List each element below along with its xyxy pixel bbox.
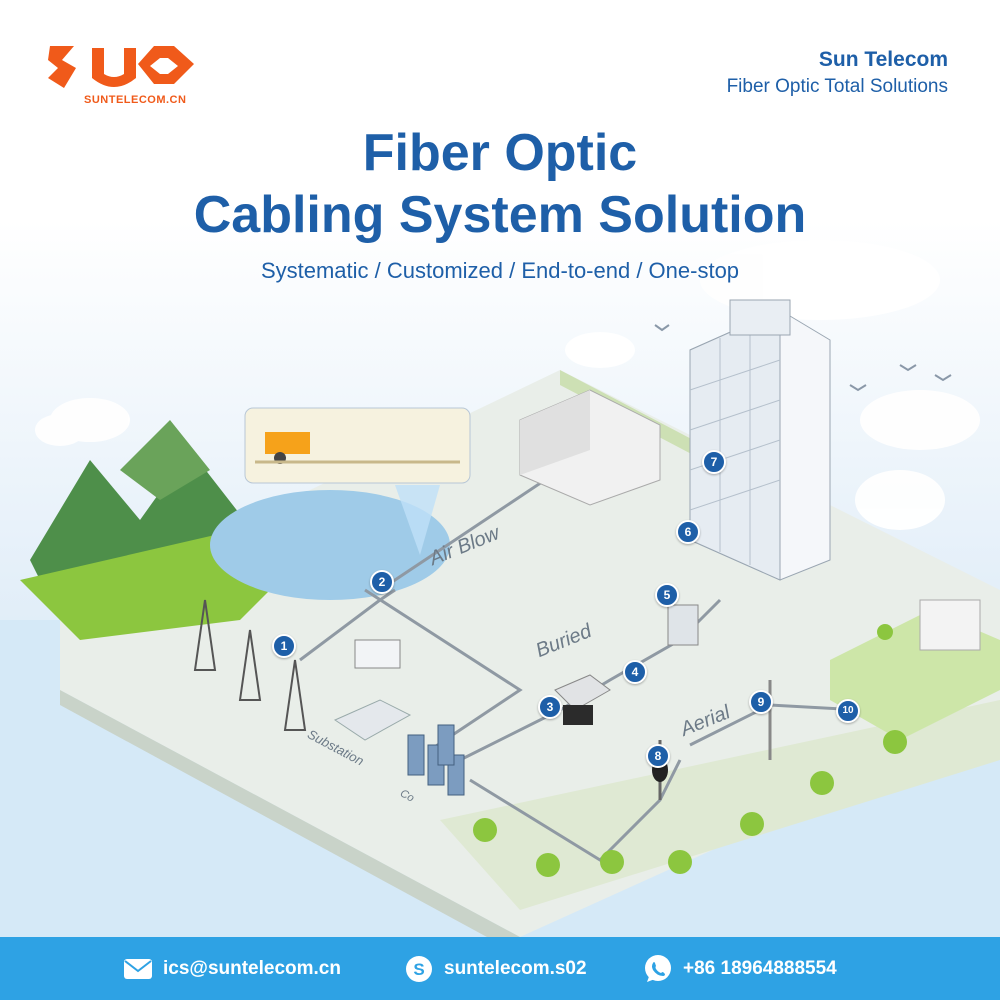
phone-contact[interactable]: +86 18964888554: [643, 937, 837, 1000]
company-tagline: Fiber Optic Total Solutions: [726, 76, 948, 97]
skype-text: suntelecom.s02: [444, 957, 587, 979]
email-icon: [123, 954, 153, 984]
marker-9[interactable]: 9: [749, 690, 773, 714]
marker-4[interactable]: 4: [623, 660, 647, 684]
logo-url-text: SUNTELECOM.CN: [84, 94, 187, 106]
marker-2[interactable]: 2: [370, 570, 394, 594]
company-name: Sun Telecom: [818, 48, 948, 71]
suntelecom-logo[interactable]: SUNTELECOM.CN: [44, 38, 204, 110]
page-title: Fiber Optic Cabling System Solution: [0, 122, 1000, 246]
marker-5[interactable]: 5: [655, 583, 679, 607]
svg-text:S: S: [413, 960, 424, 979]
marker-8[interactable]: 8: [646, 744, 670, 768]
title-line-1: Fiber Optic: [362, 124, 638, 182]
whatsapp-icon: [643, 954, 673, 984]
skype-icon: S: [404, 954, 434, 984]
brand-block: Sun Telecom Fiber Optic Total Solutions: [727, 48, 948, 98]
email-contact[interactable]: ics@suntelecom.cn: [123, 937, 341, 1000]
marker-1[interactable]: 1: [272, 634, 296, 658]
marker-3[interactable]: 3: [538, 695, 562, 719]
email-text: ics@suntelecom.cn: [163, 957, 341, 979]
marker-7[interactable]: 7: [702, 450, 726, 474]
phone-text: +86 18964888554: [683, 957, 837, 979]
title-line-2: Cabling System Solution: [193, 186, 807, 244]
skype-contact[interactable]: S suntelecom.s02: [404, 937, 587, 1000]
marker-6[interactable]: 6: [676, 520, 700, 544]
marker-10[interactable]: 10: [836, 699, 860, 723]
page-subtitle: Systematic / Customized / End-to-end / O…: [260, 258, 740, 283]
contact-footer: ics@suntelecom.cn S suntelecom.s02 +86 1…: [0, 937, 1000, 1000]
logo-mark-icon: [48, 46, 194, 88]
